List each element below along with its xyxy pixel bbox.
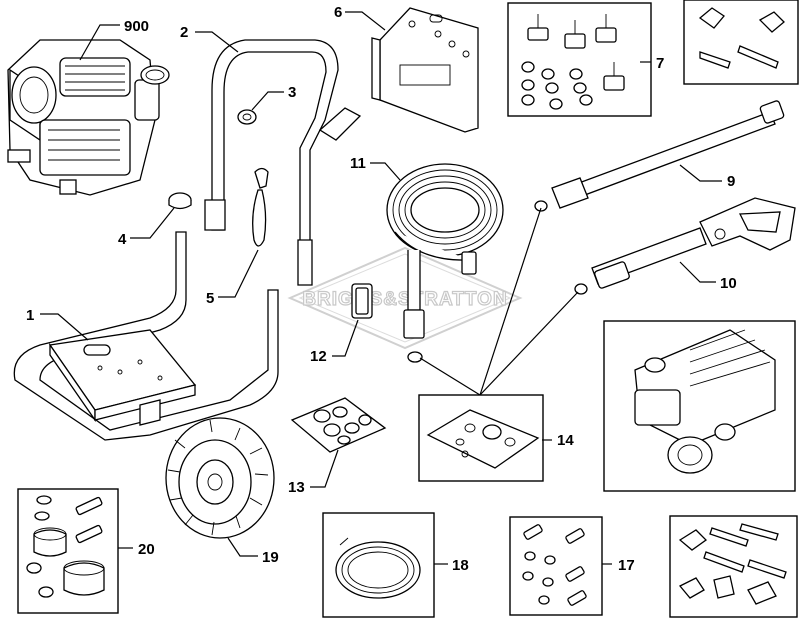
callout-5: 5 (206, 290, 214, 307)
nut-part (237, 109, 257, 125)
pump-box (603, 320, 796, 492)
watermark-text: BRIGGS&STRATTON (302, 289, 507, 310)
cap-part (168, 192, 192, 210)
handle-part (204, 39, 362, 286)
callout-2: 2 (180, 24, 188, 41)
callout-10: 10 (720, 275, 737, 292)
callout-19: 19 (262, 549, 279, 566)
nozzle-kit-part (290, 397, 387, 453)
pump-kit-box (418, 394, 544, 482)
hose-part (386, 163, 504, 339)
callout-900: 900 (124, 18, 149, 35)
callout-7: 7 (656, 55, 664, 72)
callout-6: 6 (334, 4, 342, 21)
hose-coil-box (322, 512, 435, 618)
callout-18: 18 (452, 557, 469, 574)
callout-9: 9 (727, 173, 735, 190)
leader-lines (40, 11, 722, 565)
frame-part (13, 231, 279, 441)
bracket-part (371, 7, 479, 133)
callout-4: 4 (118, 231, 127, 248)
wand-part (534, 100, 785, 212)
callout-13: 13 (288, 479, 305, 496)
callout-12: 12 (310, 348, 327, 365)
callout-1: 1 (26, 307, 34, 324)
filter-part (351, 283, 373, 319)
wheel-part (165, 417, 275, 539)
fasteners-box (509, 516, 603, 616)
callout-14: 14 (557, 432, 574, 449)
hose-hook-part (252, 167, 269, 247)
callout-17: 17 (618, 557, 635, 574)
knobs-kit-box (683, 0, 799, 85)
wheel-hardware-box (669, 515, 798, 618)
engine-part (7, 39, 170, 196)
mounts-kit-box (507, 2, 652, 117)
callout-11: 11 (350, 155, 366, 172)
callout-20: 20 (138, 541, 155, 558)
spray-gun-part (574, 197, 796, 295)
isolators-box (17, 488, 119, 614)
callout-3: 3 (288, 84, 296, 101)
o-ring-part (407, 351, 423, 363)
